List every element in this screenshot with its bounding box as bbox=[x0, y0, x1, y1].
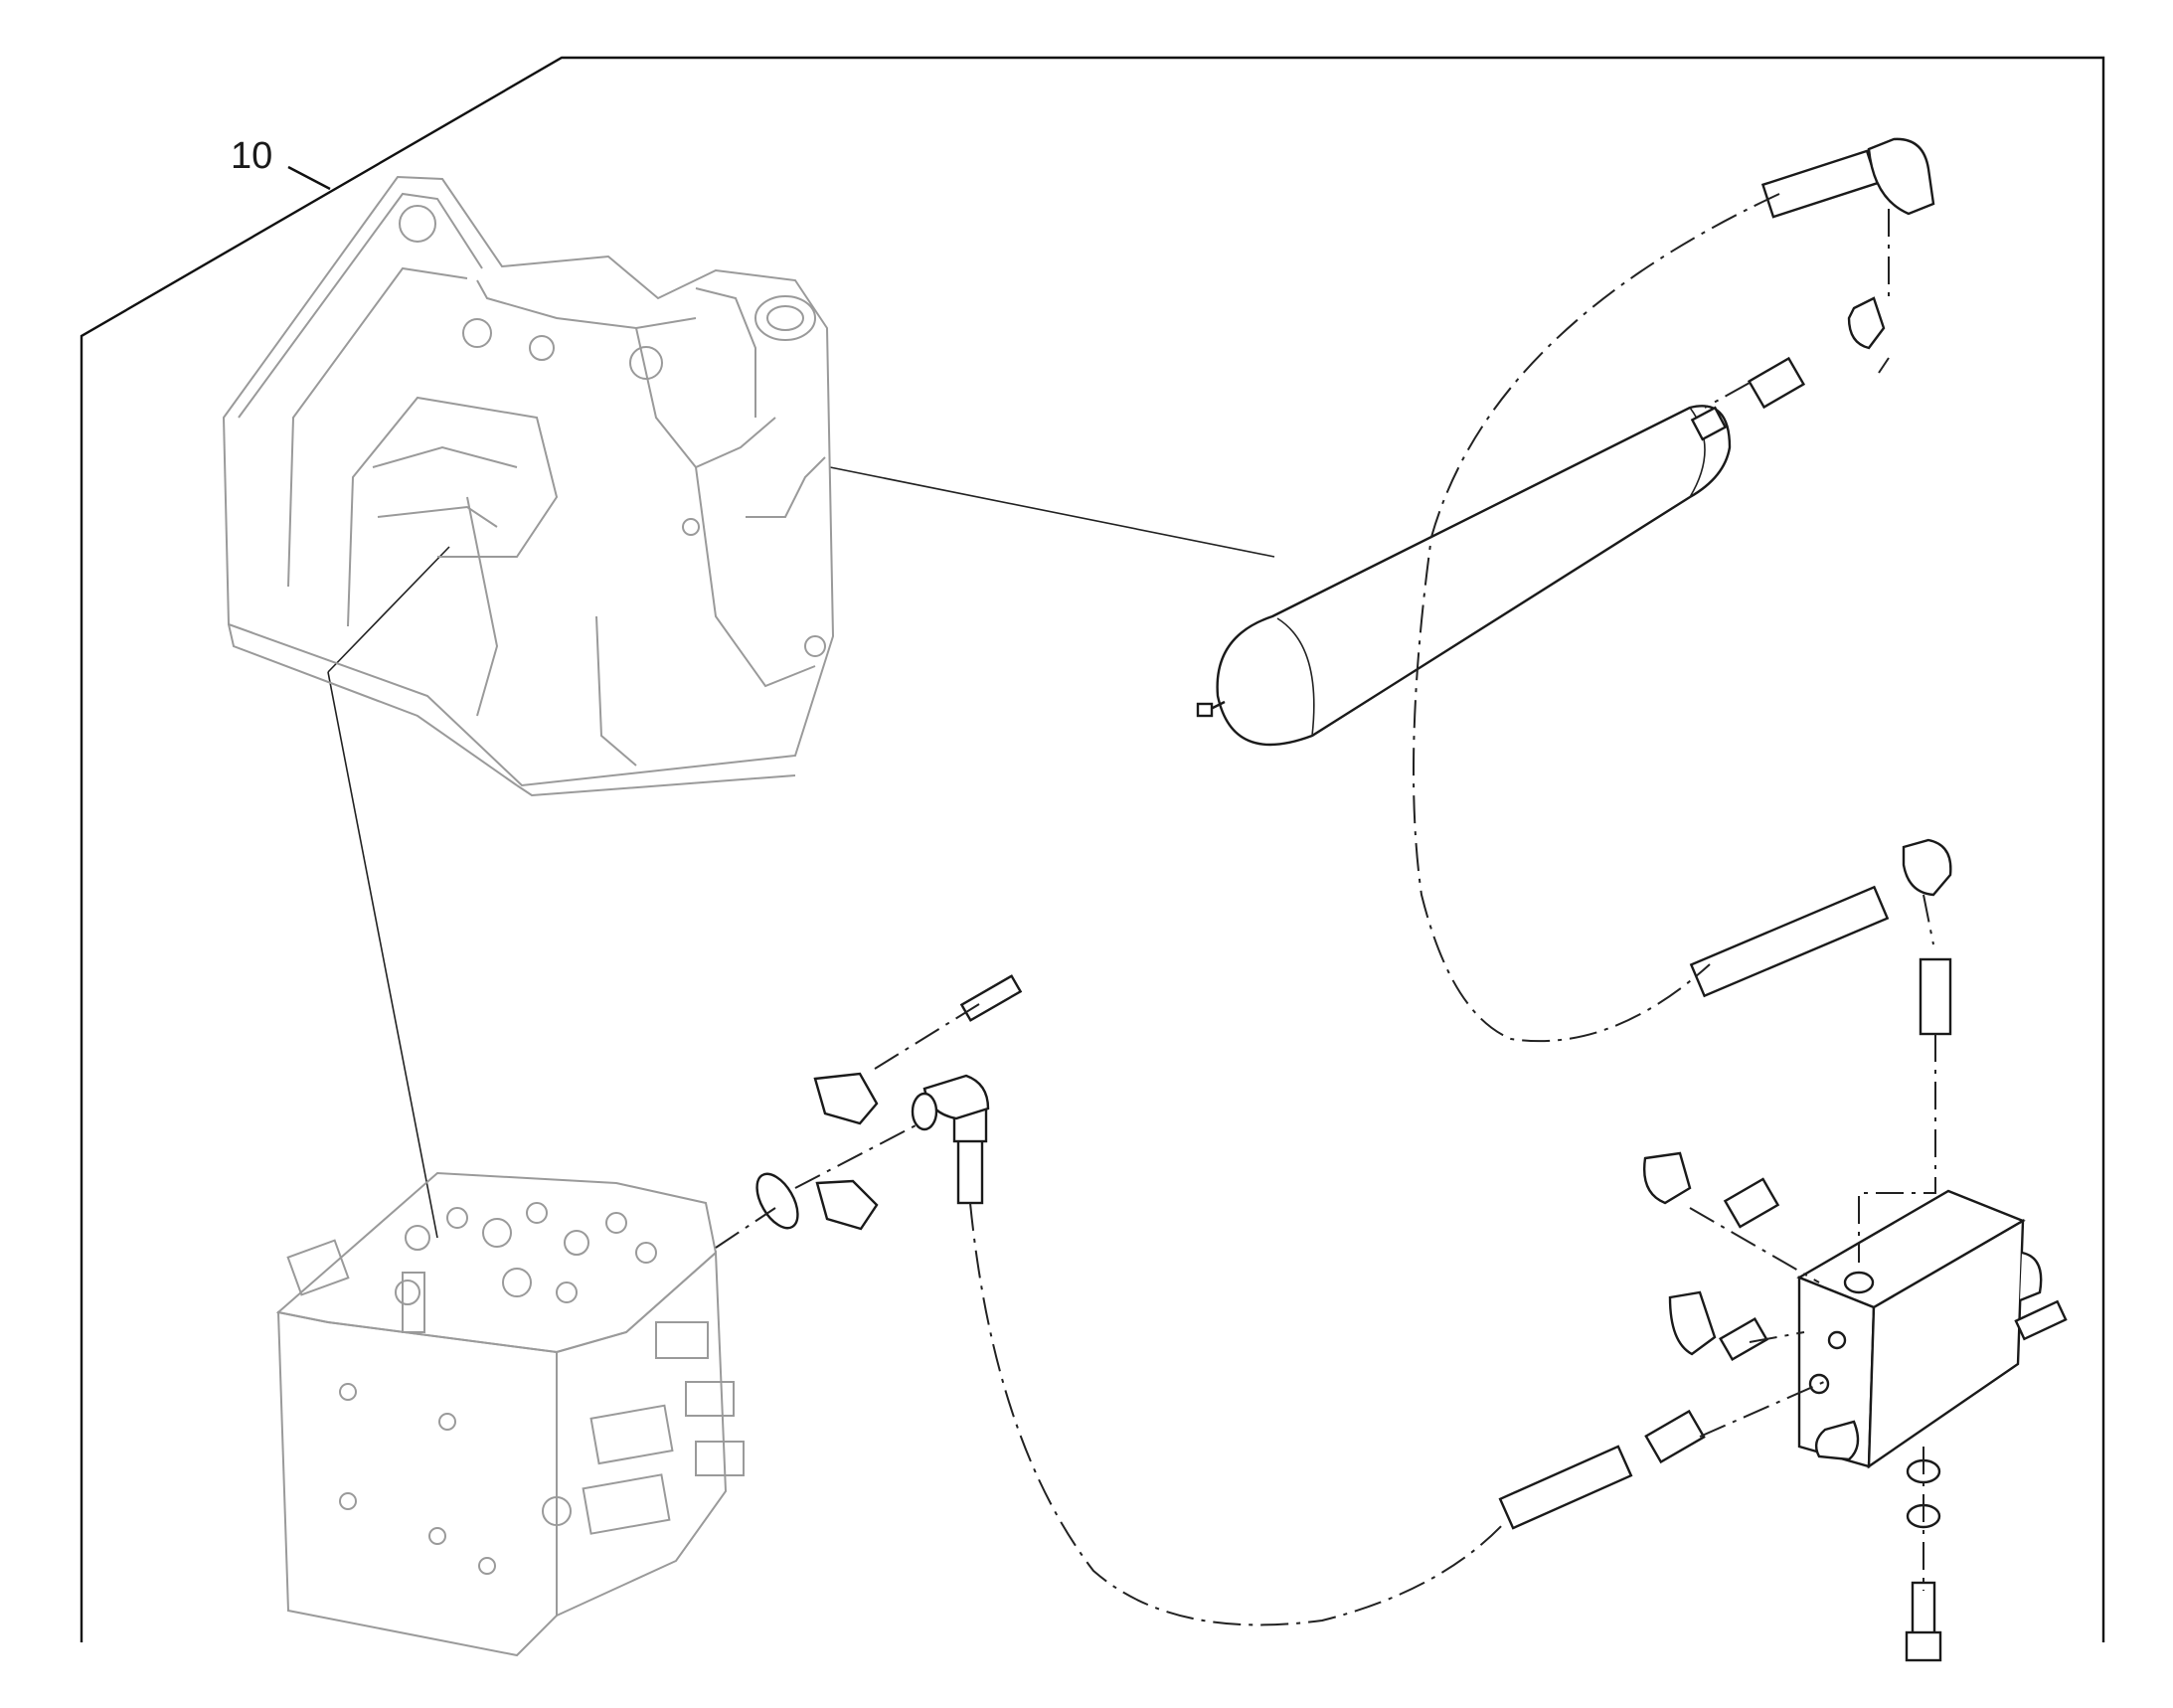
adapter-fitting-icon bbox=[1644, 356, 1952, 1464]
bolt-icon bbox=[959, 974, 1942, 1662]
leader-lines bbox=[327, 466, 1275, 1239]
elbow-fitting-icon bbox=[922, 137, 1952, 1356]
connection-lines bbox=[715, 193, 1936, 1626]
valve-block-icon bbox=[1796, 1189, 2068, 1469]
accumulator-icon bbox=[1196, 405, 1732, 747]
control-valve-icon bbox=[275, 1171, 745, 1657]
diagram-frame bbox=[80, 56, 2105, 1642]
callout-10: 10 bbox=[231, 135, 273, 177]
frame-icon bbox=[222, 175, 835, 797]
hose-icon bbox=[952, 149, 1890, 1530]
o-ring-icon bbox=[755, 1092, 938, 1230]
flange-clamp-icon bbox=[813, 1072, 879, 1231]
